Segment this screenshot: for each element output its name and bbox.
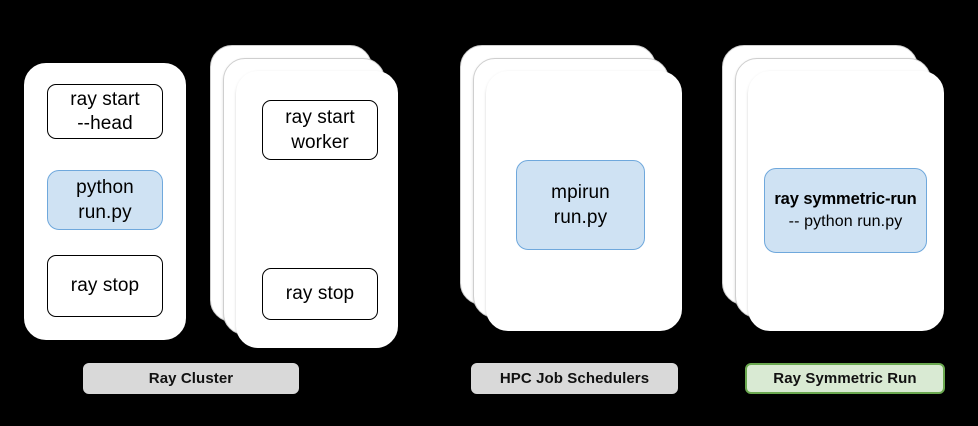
- command-ray-stop-worker[interactable]: ray stop: [262, 268, 378, 320]
- command-ray-start-worker[interactable]: ray start worker: [262, 100, 378, 160]
- group-label-ray-cluster[interactable]: Ray Cluster: [83, 363, 299, 394]
- command-line-2: run.py: [78, 201, 132, 223]
- command-line-2: run.py: [553, 206, 608, 228]
- command-ray-symmetric-run[interactable]: ray symmetric-run -- python run.py: [764, 168, 927, 253]
- command-line-2: --head: [77, 113, 133, 134]
- command-line-1: ray stop: [70, 275, 140, 297]
- command-line-2: -- python run.py: [788, 213, 903, 231]
- command-line-1: ray start: [285, 107, 355, 129]
- group-label-text: Ray Cluster: [148, 370, 234, 387]
- command-line-1: ray stop: [285, 283, 355, 305]
- command-ray-start-head[interactable]: ray start --head: [47, 84, 163, 139]
- command-python-run-py[interactable]: python run.py: [47, 170, 163, 230]
- group-label-ray-symmetric-run[interactable]: Ray Symmetric Run: [745, 363, 945, 394]
- command-line-1: mpirun: [551, 182, 610, 204]
- group-label-text: HPC Job Schedulers: [499, 370, 650, 387]
- command-line-2: worker: [291, 131, 349, 153]
- command-line-1: ray start: [70, 88, 140, 110]
- group-label-hpc-job-schedulers[interactable]: HPC Job Schedulers: [471, 363, 678, 394]
- command-line-1: ray symmetric-run: [774, 190, 917, 209]
- command-line-1: python: [76, 177, 134, 199]
- group-label-text: Ray Symmetric Run: [773, 370, 917, 387]
- command-ray-stop-head[interactable]: ray stop: [47, 255, 163, 317]
- command-mpirun-run-py[interactable]: mpirun run.py: [516, 160, 645, 250]
